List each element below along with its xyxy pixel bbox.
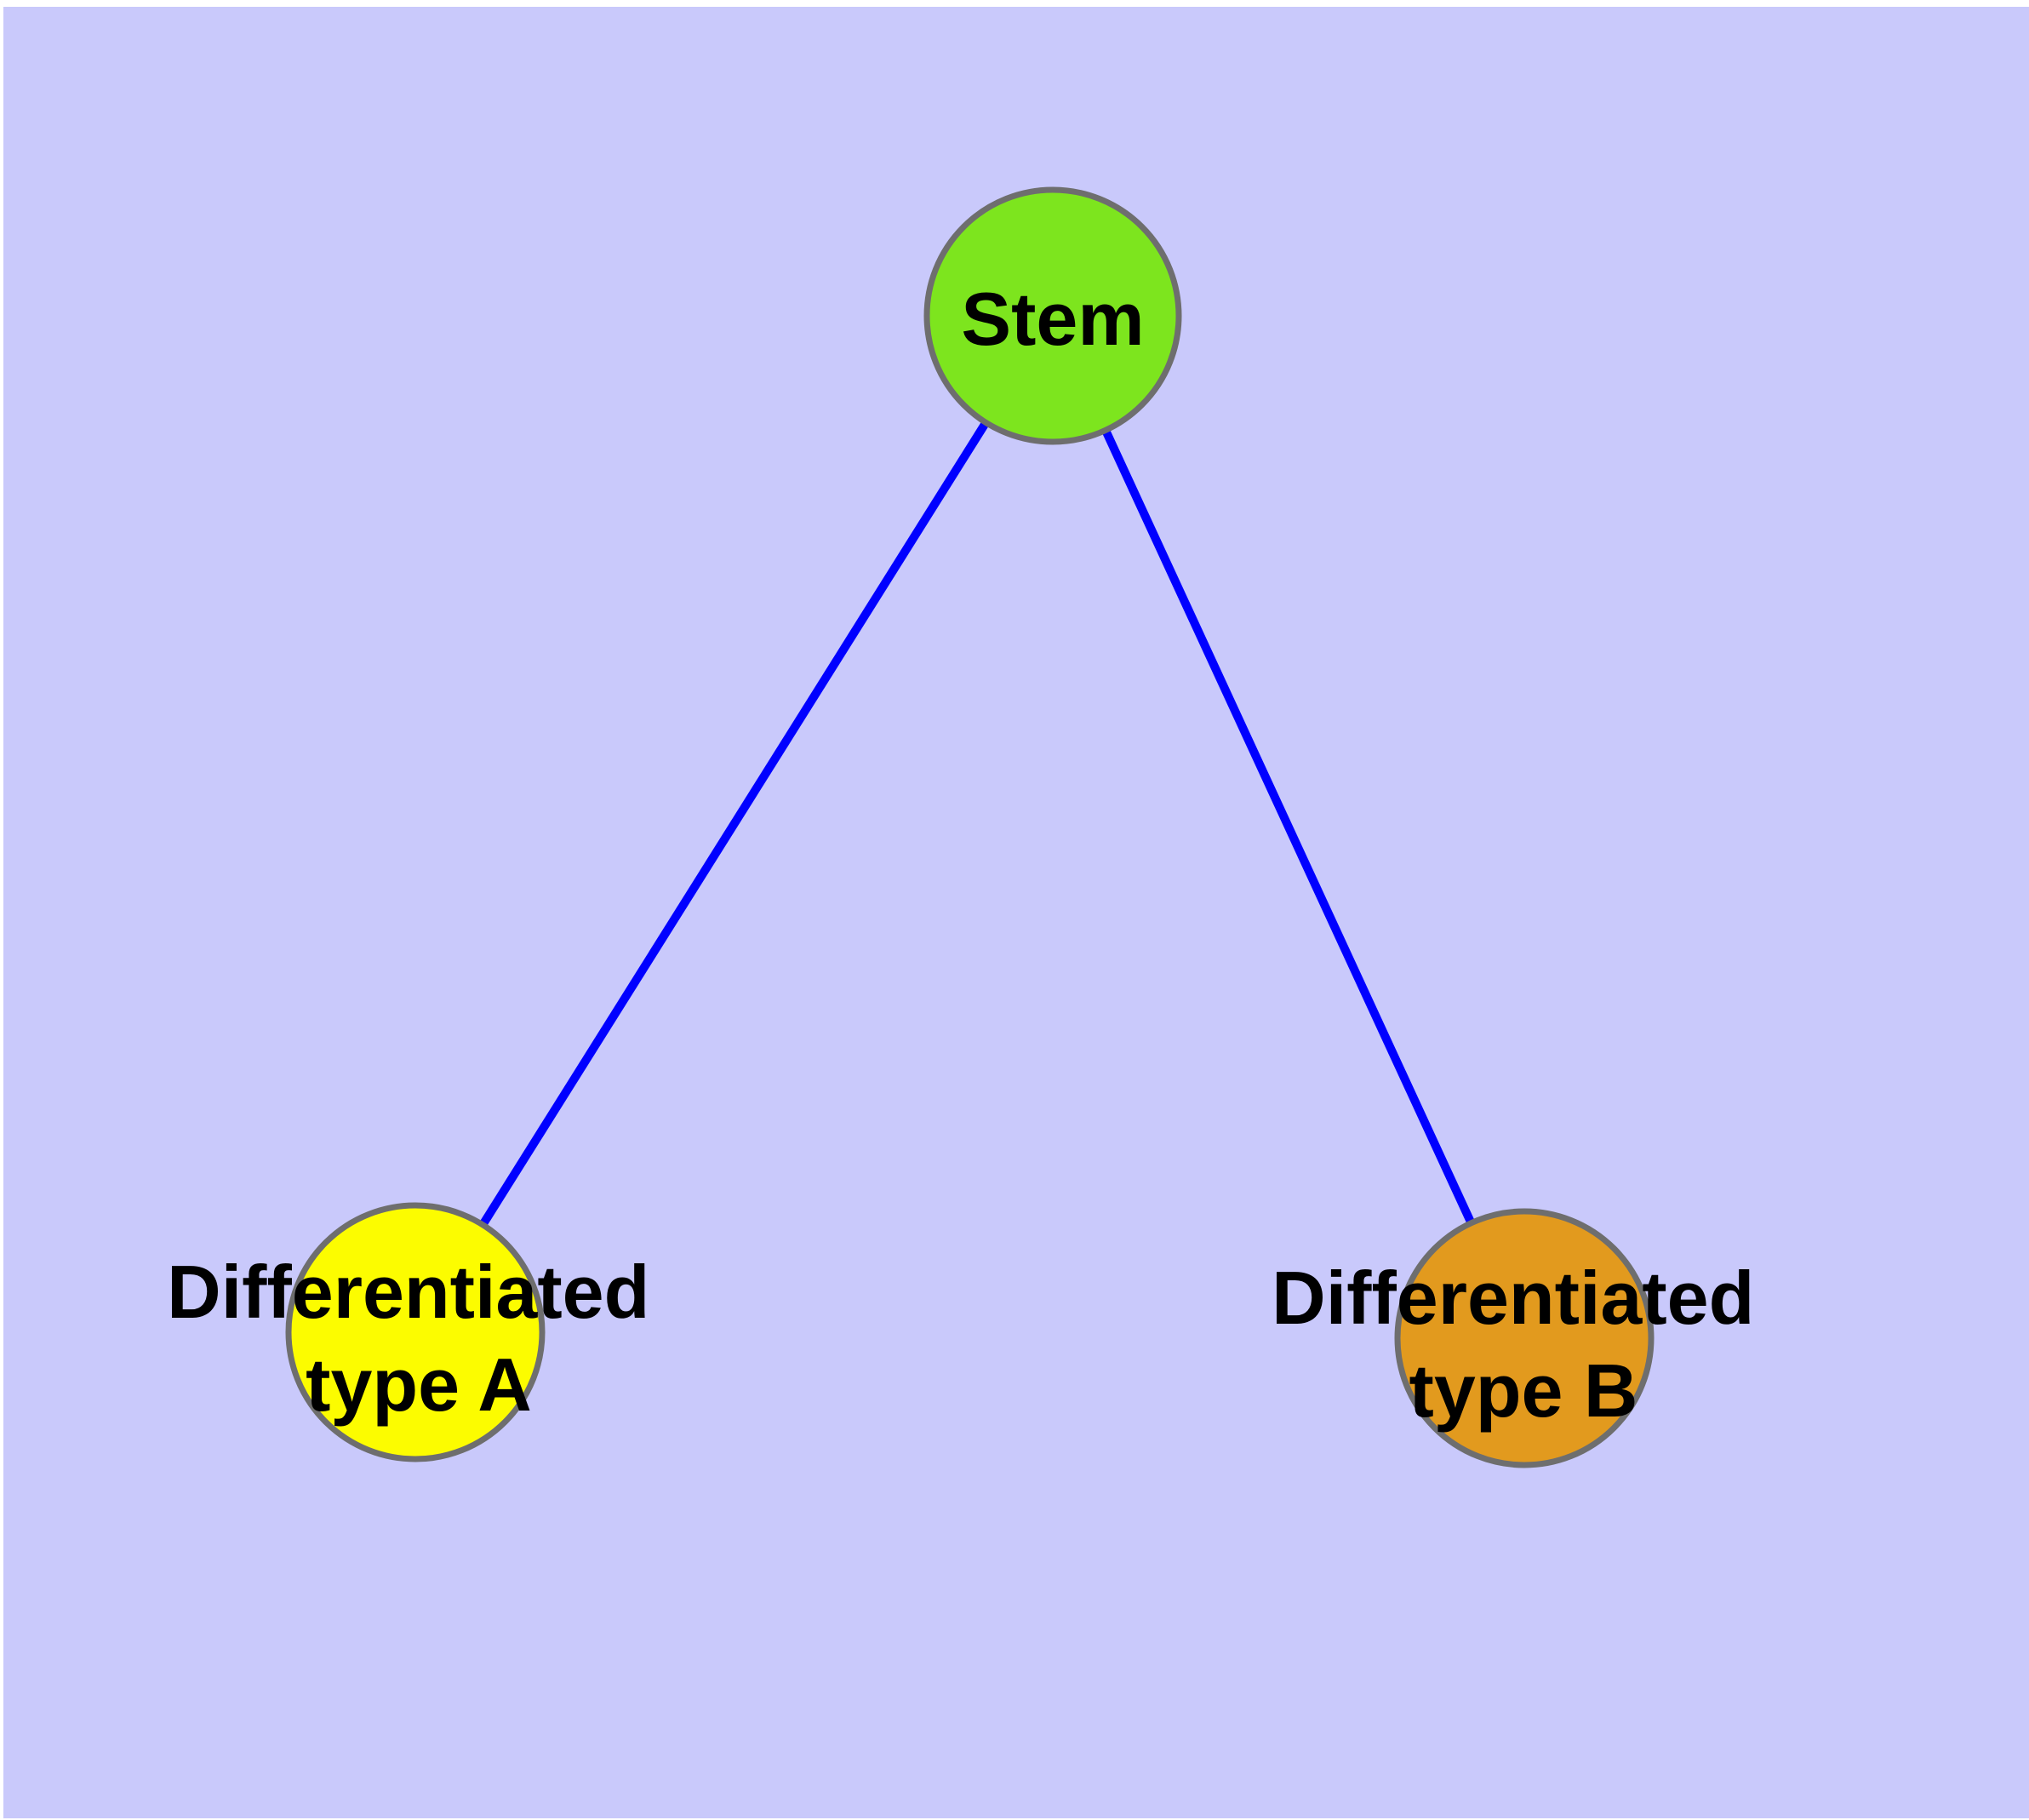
- node-label-differentiated-type-b: Differentiated type B: [1272, 1256, 1775, 1433]
- node-label-differentiated-type-a: Differentiated type A: [167, 1250, 671, 1427]
- node-label-line: type A: [306, 1342, 532, 1427]
- node-differentiated-type-b: [1394, 1208, 1655, 1468]
- edge-stem-to-type-a: [411, 313, 1057, 1335]
- node-stem: [923, 186, 1182, 445]
- node-label-line: Differentiated: [167, 1250, 649, 1334]
- node-label-line: Differentiated: [1272, 1256, 1754, 1340]
- node-label-stem: Stem: [961, 277, 1144, 361]
- node-differentiated-type-a: [285, 1202, 546, 1462]
- node-label-line: type B: [1409, 1348, 1638, 1433]
- edge-stem-to-type-b: [1049, 313, 1529, 1341]
